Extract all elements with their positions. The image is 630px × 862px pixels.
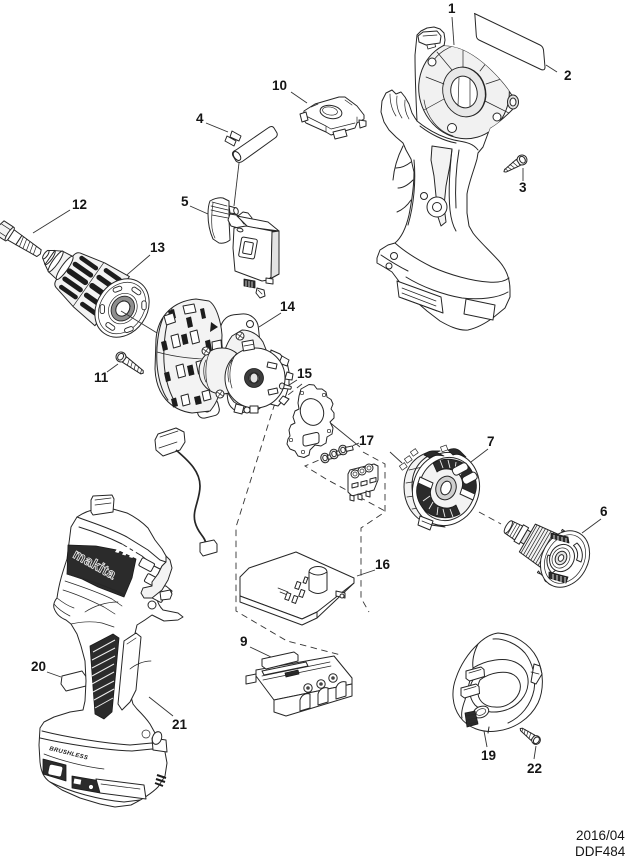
svg-text:4: 4 xyxy=(196,111,204,126)
svg-text:3: 3 xyxy=(519,180,527,195)
svg-text:15: 15 xyxy=(297,366,313,381)
svg-text:11: 11 xyxy=(94,370,109,385)
svg-text:1: 1 xyxy=(448,1,456,16)
svg-text:16: 16 xyxy=(375,557,391,572)
svg-text:21: 21 xyxy=(172,717,188,732)
svg-text:2: 2 xyxy=(564,68,572,83)
svg-text:20: 20 xyxy=(31,659,46,674)
svg-text:9: 9 xyxy=(240,634,248,649)
svg-text:22: 22 xyxy=(527,761,542,776)
svg-text:2016/04: 2016/04 xyxy=(576,828,625,843)
svg-text:6: 6 xyxy=(600,504,608,519)
svg-text:14: 14 xyxy=(280,299,296,314)
svg-text:12: 12 xyxy=(72,197,87,212)
svg-text:5: 5 xyxy=(181,194,189,209)
svg-text:19: 19 xyxy=(481,748,496,763)
svg-text:DDF484: DDF484 xyxy=(575,844,626,859)
svg-text:7: 7 xyxy=(487,434,495,449)
svg-text:10: 10 xyxy=(272,78,287,93)
svg-text:17: 17 xyxy=(359,433,374,448)
svg-text:13: 13 xyxy=(150,240,166,255)
